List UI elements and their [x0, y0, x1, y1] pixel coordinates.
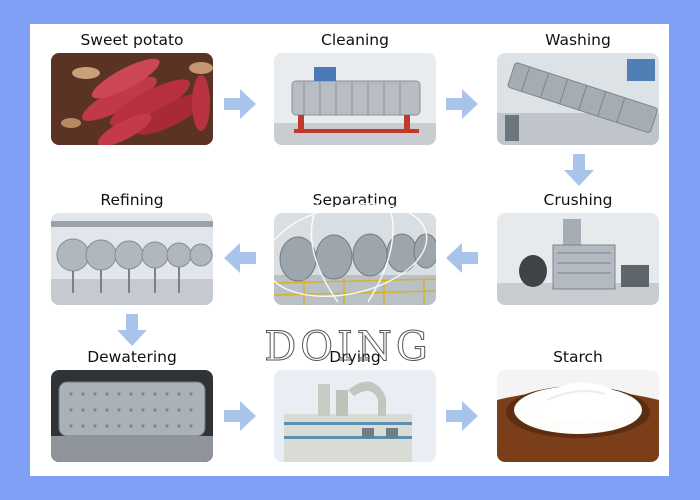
- arrow-left-icon: [224, 243, 256, 273]
- arrow-down-icon: [117, 314, 147, 346]
- arrow-right-icon: [224, 401, 256, 431]
- step-label-dewatering: Dewatering: [87, 348, 177, 366]
- step-label-starch: Starch: [553, 348, 603, 366]
- watermark-text: DOING: [264, 324, 432, 370]
- step-label-sweet-potato: Sweet potato: [80, 31, 184, 49]
- washing-machine-photo: [497, 53, 659, 145]
- drying-plant-photo: [274, 370, 436, 462]
- sweet-potato-photo: [51, 53, 213, 145]
- doing-logo-watermark: DOING: [264, 171, 432, 371]
- step-label-washing: Washing: [545, 31, 611, 49]
- step-label-crushing: Crushing: [543, 191, 613, 209]
- arrow-right-icon: [224, 89, 256, 119]
- dewatering-machine-photo: [51, 370, 213, 462]
- refining-machines-photo: [51, 213, 213, 305]
- separating-machines-photo: [274, 213, 436, 305]
- process-diagram-panel: Sweet potato Cleaning: [30, 24, 669, 476]
- step-label-refining: Refining: [100, 191, 164, 209]
- step-label-drying: Drying: [329, 348, 381, 366]
- crushing-machine-photo: [497, 213, 659, 305]
- arrow-left-icon: [446, 243, 478, 273]
- arrow-right-icon: [446, 89, 478, 119]
- starch-powder-photo: [497, 370, 659, 462]
- step-label-cleaning: Cleaning: [321, 31, 389, 49]
- arrow-down-icon: [564, 154, 594, 186]
- cleaning-machine-photo: [274, 53, 436, 145]
- arrow-right-icon: [446, 401, 478, 431]
